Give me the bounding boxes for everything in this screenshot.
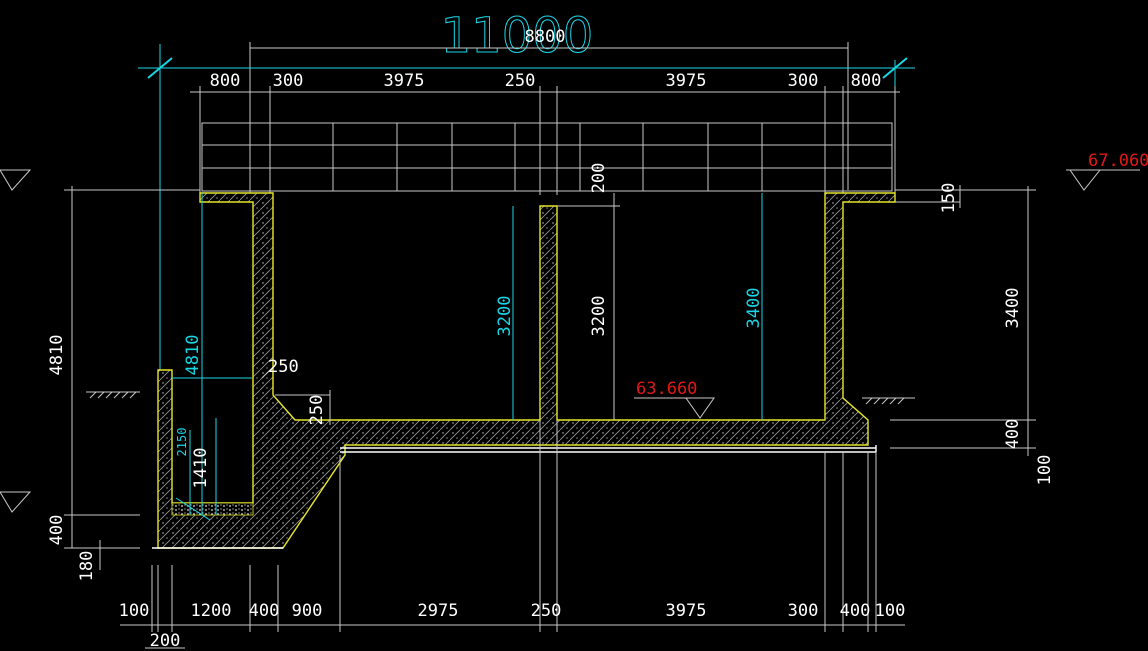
top-dim-800-left: 800 [210,71,241,91]
elevation-floor-label: 63.660 [636,379,697,399]
right-vertical-dims [890,185,1036,456]
bottom-dim-400-left: 400 [249,601,280,621]
mid-dim-3200-white: 3200 [589,296,609,337]
right-dim-150: 150 [939,183,959,214]
top-dim-300-left: 300 [273,71,304,91]
top-dim-250: 250 [505,71,536,91]
top-dimension-lines [138,42,915,380]
top-dim-300-right: 300 [788,71,819,91]
inner-dimension-label: 8800 [525,27,566,47]
bottom-dim-200: 200 [150,631,181,651]
chamber-dim-2150: 2150 [175,428,189,457]
left-vertical-dims [64,186,200,570]
mid-dim-3400-cyan: 3400 [744,288,764,329]
bottom-dim-1200: 1200 [191,601,232,621]
haunch-dim-250-h: 250 [268,357,299,377]
bottom-dim-2975: 2975 [418,601,459,621]
edge-elevation-symbols [0,169,32,513]
chamber-dim-4810: 4810 [183,335,203,376]
bottom-dim-900: 900 [292,601,323,621]
top-dim-3975-left: 3975 [384,71,425,91]
top-dim-3975-right: 3975 [666,71,707,91]
bottom-dimension-lines [120,420,905,649]
mid-dim-3200-cyan: 3200 [495,296,515,337]
elevation-top-marker [1066,169,1140,191]
top-dim-800-right: 800 [851,71,882,91]
ground-markers [86,391,915,405]
interior-white-dims [261,193,620,425]
bottom-dimension-texts: 100 1200 400 900 2975 250 3975 300 400 1… [119,601,906,651]
left-dim-400: 400 [47,515,67,546]
chamber-dim-1410: 1410 [191,448,211,489]
elevation-top-label: 67.060 [1088,151,1148,171]
haunch-dim-200: 200 [589,163,609,194]
bottom-dim-100-right: 100 [875,601,906,621]
interior-cyan-dims [172,193,763,521]
bottom-dim-400-right: 400 [840,601,871,621]
haunch-dim-250-v: 250 [307,395,327,426]
bottom-dim-100-left: 100 [119,601,150,621]
deck-grid [201,122,893,192]
overall-dimension-label: 11000 [441,8,594,64]
foundation-lines [152,445,877,549]
elevation-floor-marker [634,397,715,419]
bottom-dim-250: 250 [531,601,562,621]
right-dim-100: 100 [1035,455,1055,486]
gravel-bed [171,502,254,516]
right-dim-3400: 3400 [1003,288,1023,329]
left-dim-180: 180 [77,551,97,582]
top-dimension-texts: 800 300 3975 250 3975 300 800 [210,71,882,91]
bottom-dim-300: 300 [788,601,819,621]
bottom-dim-3975: 3975 [666,601,707,621]
left-dim-4810: 4810 [47,335,67,376]
right-dim-400: 400 [1003,419,1023,450]
